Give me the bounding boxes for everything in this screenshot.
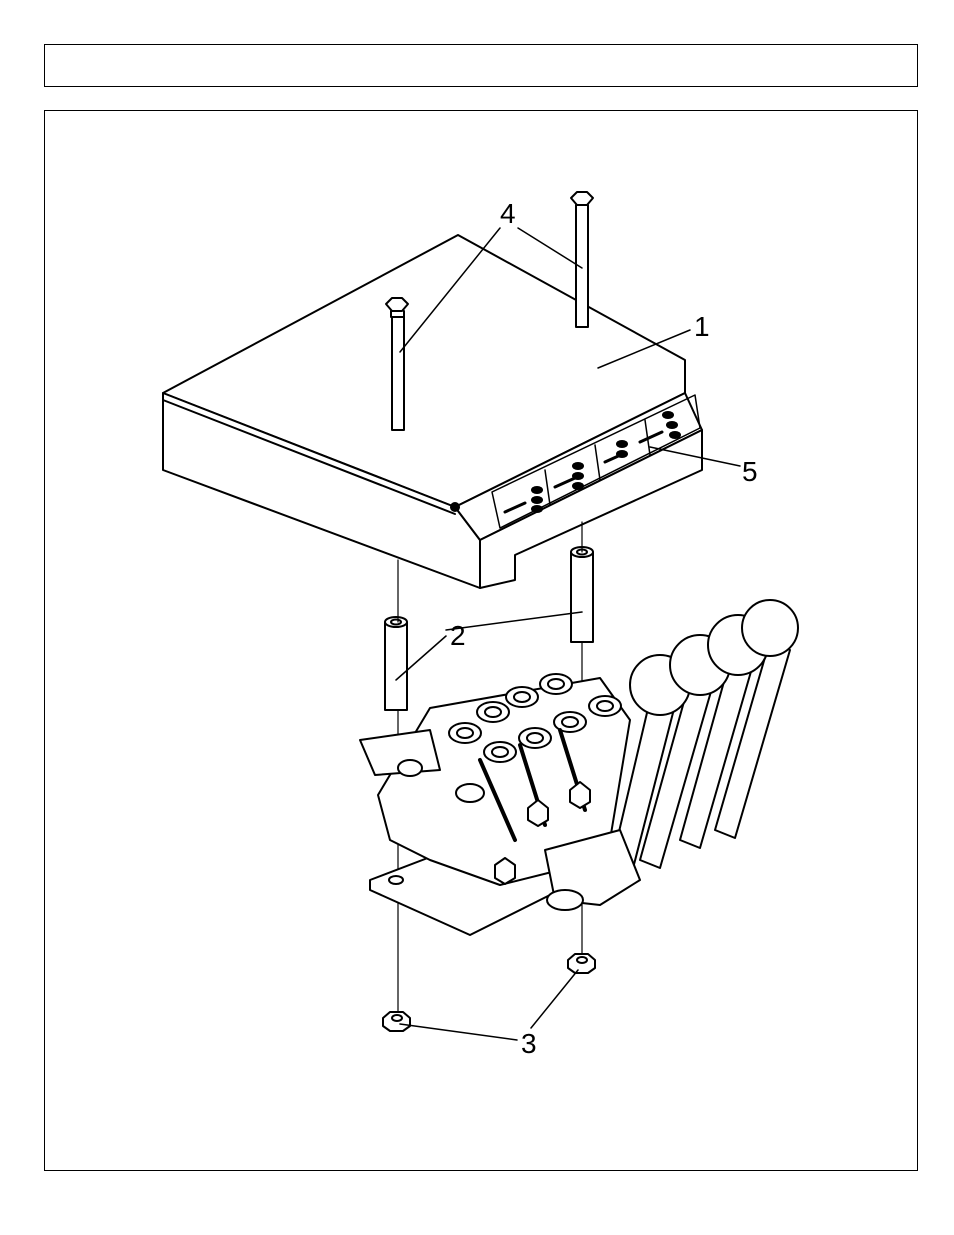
spacer-right xyxy=(571,547,593,642)
callout-3: 3 xyxy=(521,1028,537,1059)
nut-right xyxy=(568,954,595,973)
callout-4: 4 xyxy=(500,198,516,229)
nut-left xyxy=(383,1012,410,1031)
callout-5: 5 xyxy=(742,456,758,487)
valve-cover xyxy=(163,235,702,588)
callout-1: 1 xyxy=(694,311,710,342)
callout-2: 2 xyxy=(450,620,466,651)
spacer-left xyxy=(385,617,407,710)
control-valve-assembly xyxy=(360,600,798,935)
